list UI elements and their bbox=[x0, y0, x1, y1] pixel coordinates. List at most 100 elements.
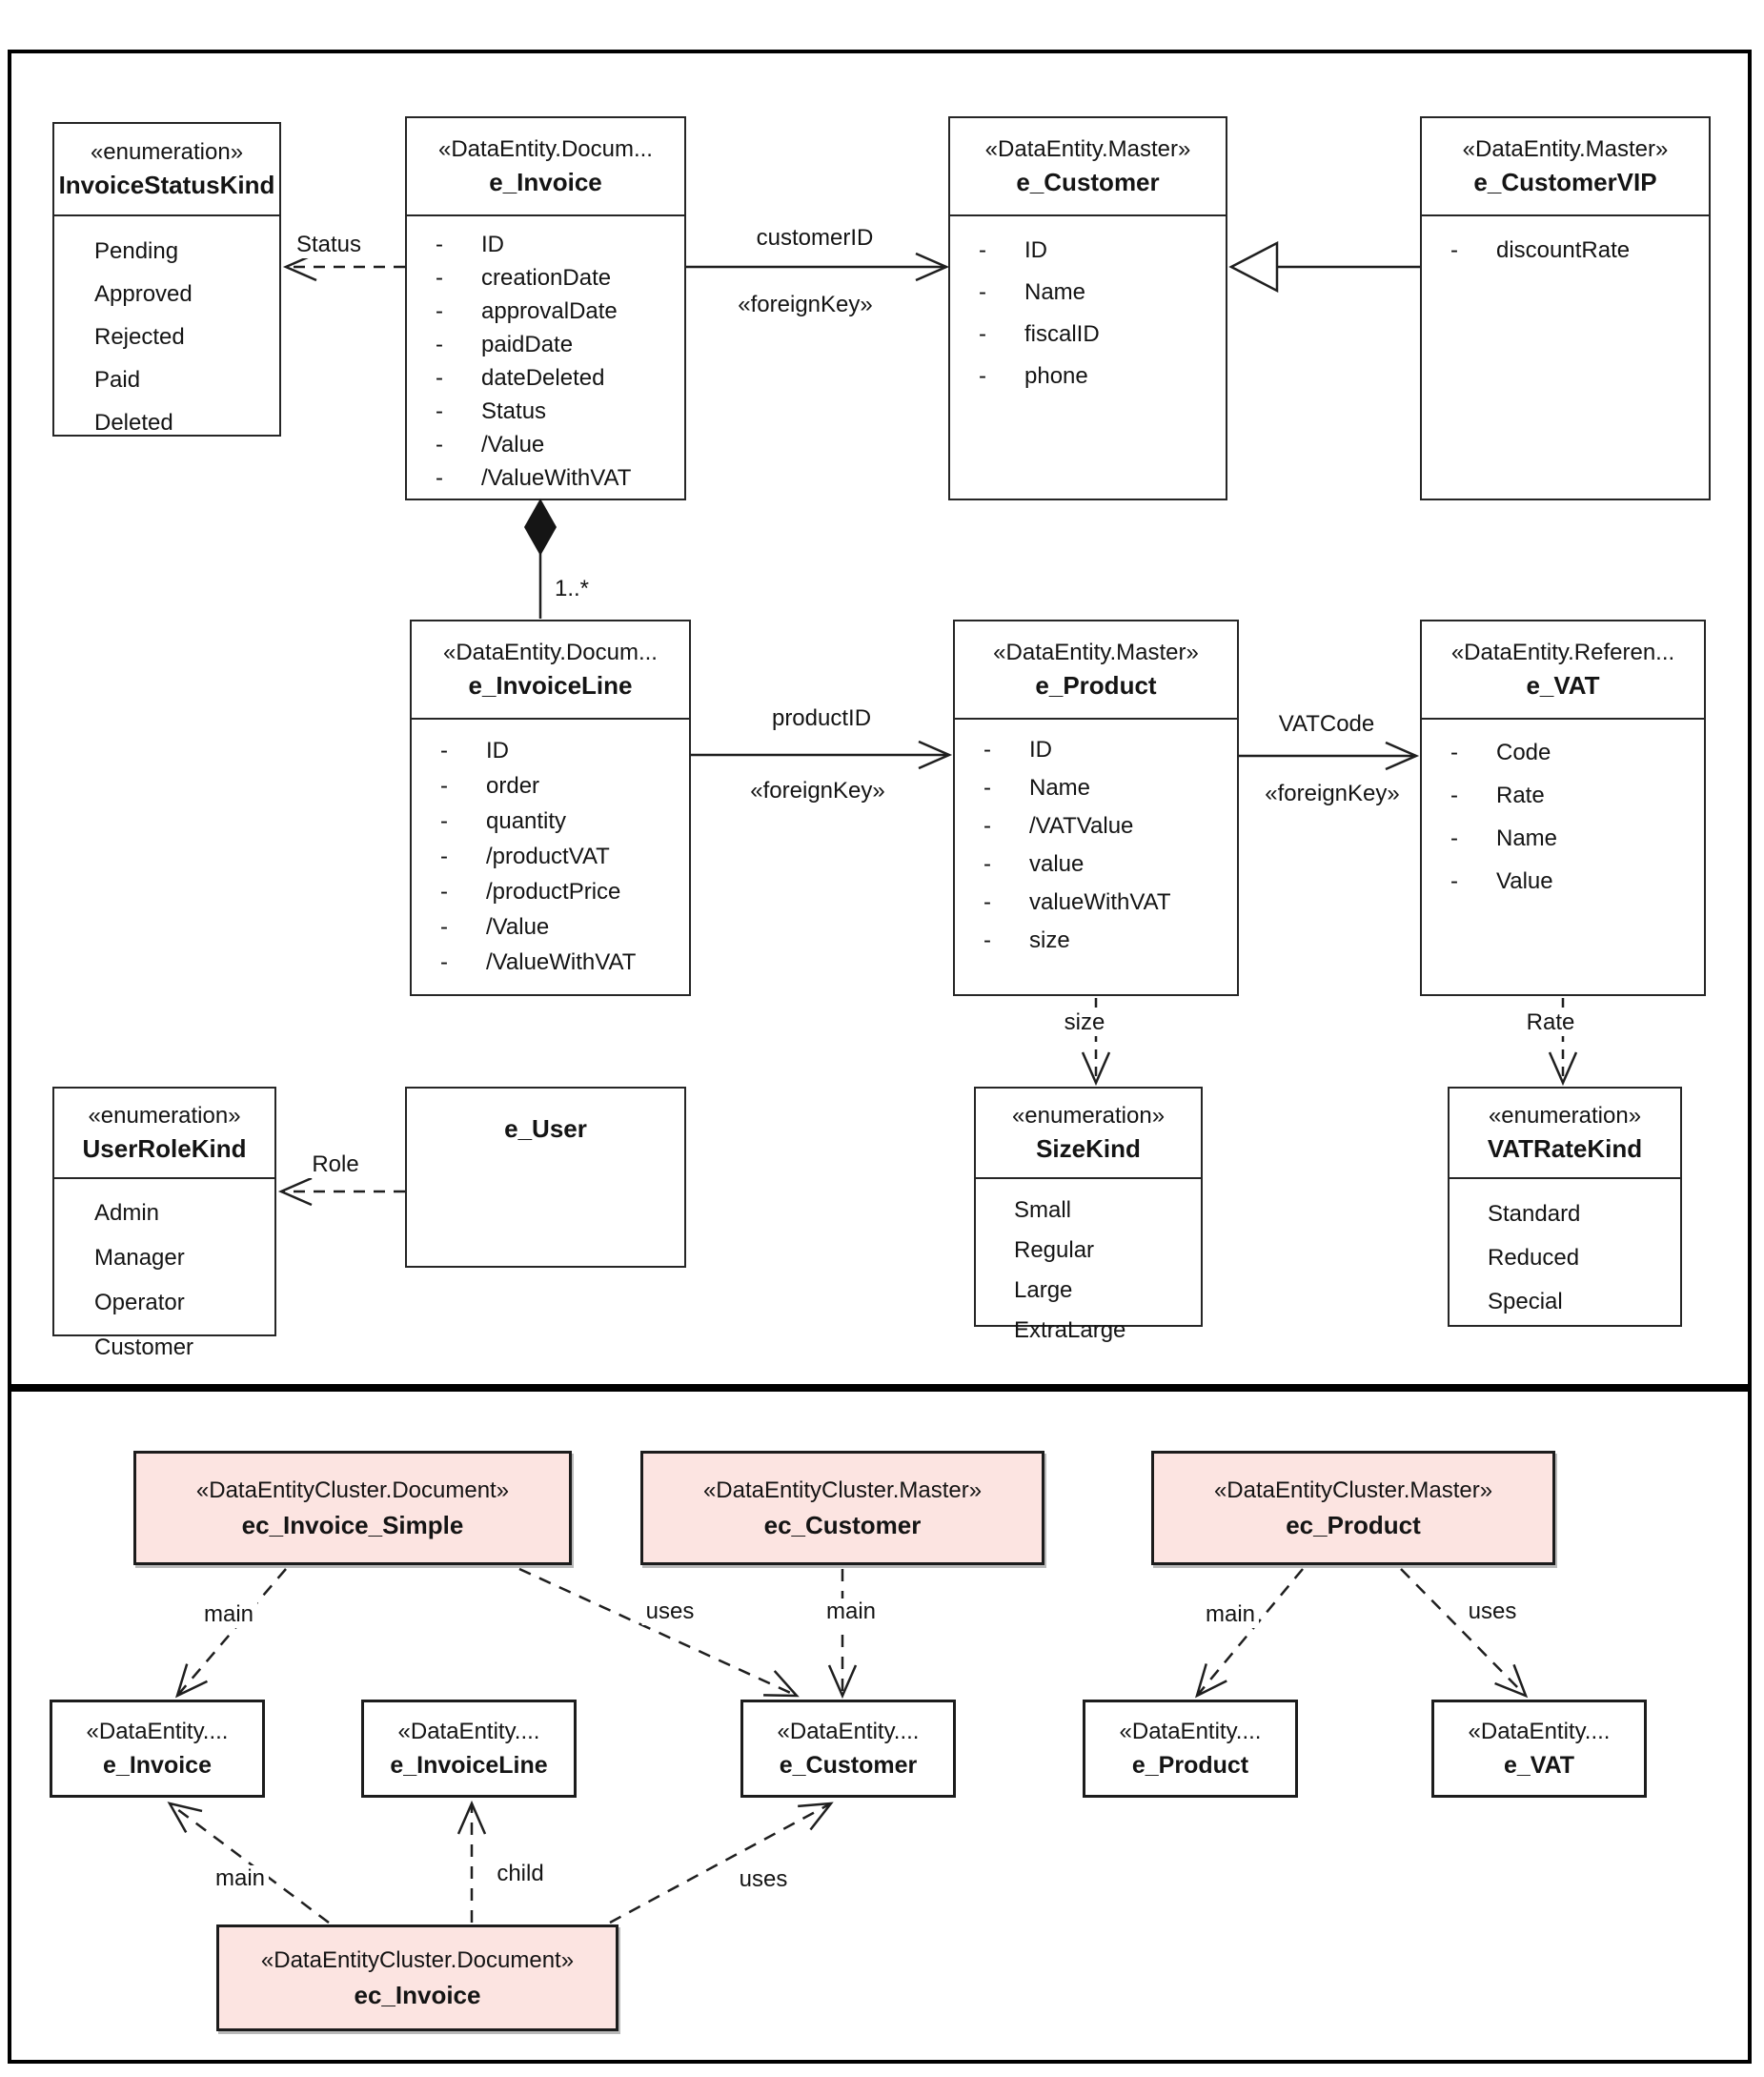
class-name: VATRateKind bbox=[1487, 1134, 1643, 1163]
visibility-dash: - bbox=[436, 465, 443, 491]
label-rate: Rate bbox=[1522, 1009, 1579, 1036]
attribute-compartment: -Code-Rate-Name-Value bbox=[1422, 720, 1704, 903]
attribute-name: Status bbox=[481, 398, 547, 424]
attribute-row: - Name bbox=[979, 272, 1222, 314]
ref-name: e_Invoice bbox=[103, 1751, 212, 1779]
attribute-name: /Value bbox=[486, 914, 550, 940]
stereotype-label: «DataEntity.... bbox=[777, 1718, 920, 1744]
class-header: «DataEntity.Docum... e_InvoiceLine bbox=[412, 621, 689, 720]
attribute-name: /Value bbox=[481, 432, 545, 458]
attribute-row: -/productVAT bbox=[440, 839, 685, 874]
label-main: main bbox=[1201, 1601, 1260, 1628]
enum-literal: Approved bbox=[94, 281, 193, 307]
attribute-name: valueWithVAT bbox=[1029, 889, 1171, 915]
cluster-name: ec_Product bbox=[1286, 1510, 1421, 1539]
class-name: UserRoleKind bbox=[82, 1134, 247, 1163]
ref-e-invoice-line: «DataEntity.... e_InvoiceLine bbox=[361, 1700, 577, 1798]
stereotype-label: «DataEntity.... bbox=[1468, 1718, 1611, 1744]
enum-literal: Operator bbox=[94, 1290, 185, 1315]
label-main: main bbox=[821, 1598, 881, 1625]
attribute-name: phone bbox=[1024, 363, 1088, 389]
enum-literal: Small bbox=[1014, 1197, 1072, 1223]
label-multiplicity: 1..* bbox=[550, 576, 594, 602]
attribute-name: Name bbox=[1024, 279, 1086, 305]
stereotype-label: «enumeration» bbox=[1011, 1103, 1166, 1129]
visibility-dash: - bbox=[983, 851, 991, 877]
visibility-dash: - bbox=[440, 914, 448, 940]
class-header: e_User bbox=[407, 1089, 684, 1266]
class-name: e_Product bbox=[1035, 671, 1157, 700]
visibility-dash: - bbox=[1450, 237, 1458, 263]
attribute-row: -Name bbox=[1450, 817, 1700, 860]
attribute-row: -Name bbox=[983, 769, 1233, 807]
attribute-row: -discountRate bbox=[1450, 230, 1705, 272]
visibility-dash: - bbox=[979, 363, 986, 389]
attribute-name: Name bbox=[1029, 775, 1091, 801]
stereotype-label: «DataEntity.Master» bbox=[993, 640, 1199, 665]
stereotype-label: «DataEntity.Docum... bbox=[443, 640, 658, 665]
stereotype-label: «DataEntity.... bbox=[397, 1718, 540, 1744]
attribute-name: /ValueWithVAT bbox=[486, 949, 637, 975]
attribute-compartment: -discountRate bbox=[1422, 216, 1709, 272]
enum-literal: Large bbox=[1014, 1277, 1073, 1303]
class-e-invoice-line: «DataEntity.Docum... e_InvoiceLine -ID-o… bbox=[410, 620, 691, 996]
class-header: «enumeration» VATRateKind bbox=[1450, 1089, 1680, 1179]
attribute-row: -size bbox=[983, 922, 1233, 960]
enum-literal: Regular bbox=[1014, 1237, 1095, 1263]
attribute-row: -paidDate bbox=[436, 328, 680, 361]
label-foreign-key: «foreignKey» bbox=[746, 778, 889, 804]
attribute-name: ID bbox=[1029, 737, 1052, 763]
attribute-row: -creationDate bbox=[436, 261, 680, 295]
stereotype-label: «enumeration» bbox=[1488, 1103, 1642, 1129]
attribute-row: -ID bbox=[436, 228, 680, 261]
stereotype-label: «DataEntityCluster.Master» bbox=[1213, 1476, 1493, 1503]
attribute-name: /ValueWithVAT bbox=[481, 465, 632, 491]
stereotype-label: «DataEntityCluster.Master» bbox=[702, 1476, 983, 1503]
stereotype-label: «DataEntityCluster.Document» bbox=[260, 1946, 575, 1973]
attribute-row: - /Value bbox=[440, 909, 685, 945]
attribute-name: dateDeleted bbox=[481, 365, 605, 391]
stereotype-label: «enumeration» bbox=[90, 139, 244, 165]
attribute-compartment: -ID - Name - fiscalID - phone bbox=[950, 216, 1226, 397]
attribute-row: -ID bbox=[979, 230, 1222, 272]
stereotype-label: «DataEntity.Referen... bbox=[1450, 640, 1675, 665]
attribute-name: ID bbox=[486, 738, 509, 764]
enum-literal: Admin bbox=[94, 1200, 160, 1226]
attribute-compartment: -ID-creationDate-approvalDate-paidDate-d… bbox=[407, 216, 684, 495]
attribute-compartment: -ID-Name-/VATValue-value-valueWithVAT-si… bbox=[955, 720, 1237, 960]
visibility-dash: - bbox=[436, 365, 443, 391]
label-main: main bbox=[211, 1865, 270, 1892]
attribute-row: - /ValueWithVAT bbox=[436, 461, 680, 495]
attribute-name: Name bbox=[1496, 825, 1558, 851]
label-uses: uses bbox=[641, 1598, 699, 1625]
class-name: e_User bbox=[504, 1114, 587, 1143]
attribute-row: -Status bbox=[436, 395, 680, 428]
visibility-dash: - bbox=[1450, 868, 1458, 894]
class-header: «DataEntity.Master» e_Product bbox=[955, 621, 1237, 720]
class-e-product: «DataEntity.Master» e_Product -ID-Name-/… bbox=[953, 620, 1239, 996]
attribute-name: fiscalID bbox=[1024, 321, 1100, 347]
enum-literal: Paid bbox=[94, 367, 141, 393]
attribute-name: /productPrice bbox=[486, 879, 621, 905]
class-header: «enumeration» SizeKind bbox=[976, 1089, 1201, 1179]
class-name: e_VAT bbox=[1526, 671, 1600, 700]
visibility-dash: - bbox=[436, 298, 443, 324]
enum-literal: Reduced bbox=[1488, 1245, 1580, 1271]
visibility-dash: - bbox=[436, 232, 443, 257]
attribute-row: - fiscalID bbox=[979, 314, 1222, 356]
attribute-name: paidDate bbox=[481, 332, 574, 357]
visibility-dash: - bbox=[436, 265, 443, 291]
stereotype-label: «DataEntity.... bbox=[1119, 1718, 1262, 1744]
visibility-dash: - bbox=[979, 321, 986, 347]
cluster-ec-customer: «DataEntityCluster.Master» ec_Customer bbox=[640, 1451, 1044, 1565]
label-child: child bbox=[493, 1861, 548, 1887]
attribute-name: /productVAT bbox=[486, 844, 610, 869]
visibility-dash: - bbox=[979, 279, 986, 305]
attribute-compartment: -ID-order-quantity-/productVAT-/productP… bbox=[412, 720, 689, 980]
